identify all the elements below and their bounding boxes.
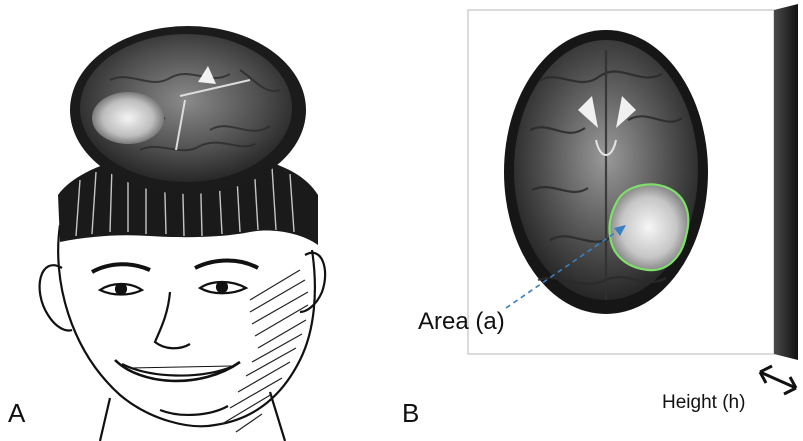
area-label: Area (a) (418, 308, 505, 336)
slab-edge (774, 4, 798, 360)
axial-brain-scan (504, 30, 708, 314)
height-label: Height (h) (662, 392, 745, 414)
panel-label-b: B (402, 398, 419, 429)
face-sketch (40, 225, 326, 441)
lifted-brain-slice (70, 26, 306, 194)
height-double-arrow (760, 366, 796, 394)
panel-a: A (0, 0, 400, 441)
head-illustration (0, 0, 400, 441)
mri-slab-illustration (400, 0, 803, 441)
panel-label-a: A (8, 398, 25, 429)
panel-b: Area (a) Height (h) B (400, 0, 803, 441)
